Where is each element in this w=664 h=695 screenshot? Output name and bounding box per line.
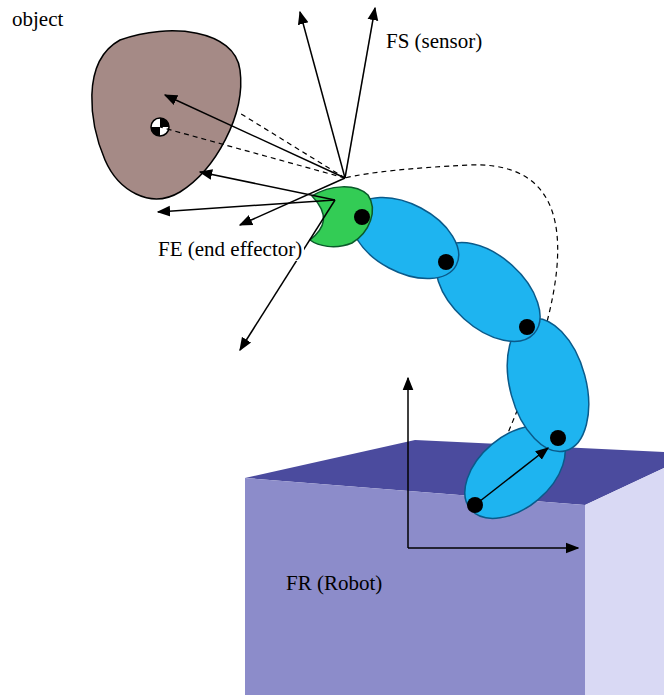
frame-label: FS (sensor) [386, 30, 482, 53]
frame-label: FE (end effector) [156, 238, 304, 261]
block-side [585, 468, 664, 695]
robot-frame-axis [475, 448, 548, 505]
joints [354, 209, 566, 513]
arm-links [338, 181, 602, 537]
object-shape [92, 31, 241, 199]
block-front [245, 478, 585, 695]
frame-label: FR (Robot) [286, 572, 382, 595]
dashed-line [238, 112, 345, 178]
object-label: object [12, 8, 63, 31]
sensor-frame [165, 8, 375, 225]
end-effector [310, 187, 372, 247]
